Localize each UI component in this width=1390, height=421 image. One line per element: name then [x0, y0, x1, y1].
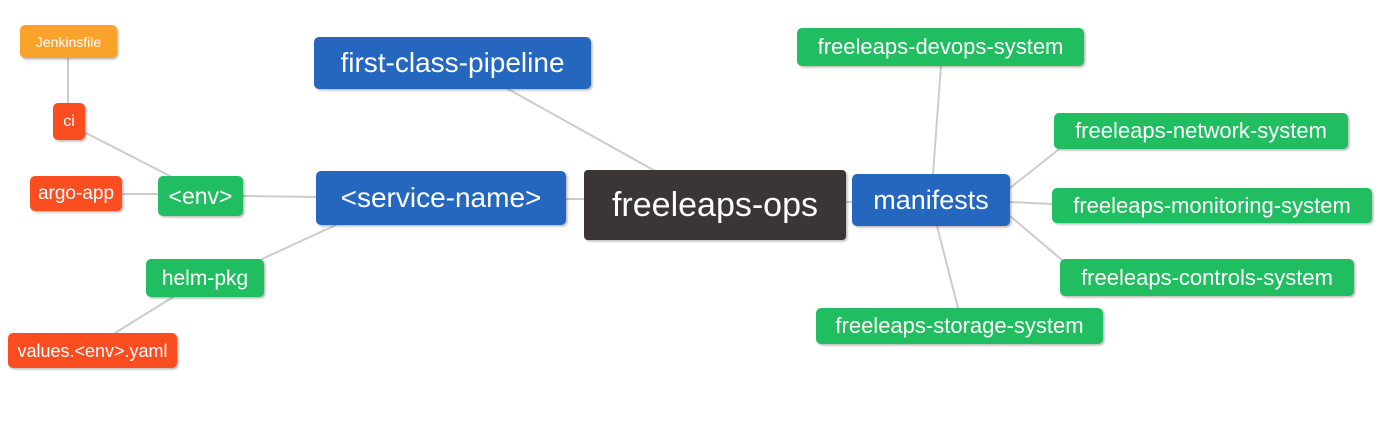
node-values-env-yaml[interactable]: values.<env>.yaml [8, 333, 177, 368]
node-freeleaps-storage-system[interactable]: freeleaps-storage-system [816, 308, 1103, 344]
node-helm-pkg[interactable]: helm-pkg [146, 259, 264, 297]
node-env[interactable]: <env> [158, 176, 243, 216]
node-first-class-pipeline[interactable]: first-class-pipeline [314, 37, 591, 89]
edge-service-name-helm-pkg [261, 224, 337, 260]
edge-manifests-controls [1009, 215, 1063, 261]
node-ci[interactable]: ci [53, 103, 85, 140]
node-jenkinsfile[interactable]: Jenkinsfile [20, 25, 117, 58]
edge-env-service-name [242, 195, 317, 198]
node-freeleaps-controls-system[interactable]: freeleaps-controls-system [1060, 259, 1354, 296]
node-manifests[interactable]: manifests [852, 174, 1010, 226]
edge-manifests-monitoring [1009, 201, 1053, 205]
node-freeleaps-monitoring-system[interactable]: freeleaps-monitoring-system [1052, 188, 1372, 223]
node-freeleaps-network-system[interactable]: freeleaps-network-system [1054, 113, 1348, 149]
node-freeleaps-devops-system[interactable]: freeleaps-devops-system [797, 28, 1084, 66]
edge-manifests-network [1009, 149, 1059, 189]
edge-helm-pkg-values [114, 296, 174, 334]
edge-ci-env [83, 131, 171, 177]
node-argo-app[interactable]: argo-app [30, 176, 122, 211]
edge-manifests-devops [932, 65, 942, 175]
edge-pipeline-freeleaps-ops [507, 88, 658, 173]
edge-manifests-storage [936, 225, 959, 309]
node-freeleaps-ops-root[interactable]: freeleaps-ops [584, 170, 846, 240]
node-service-name[interactable]: <service-name> [316, 171, 566, 225]
